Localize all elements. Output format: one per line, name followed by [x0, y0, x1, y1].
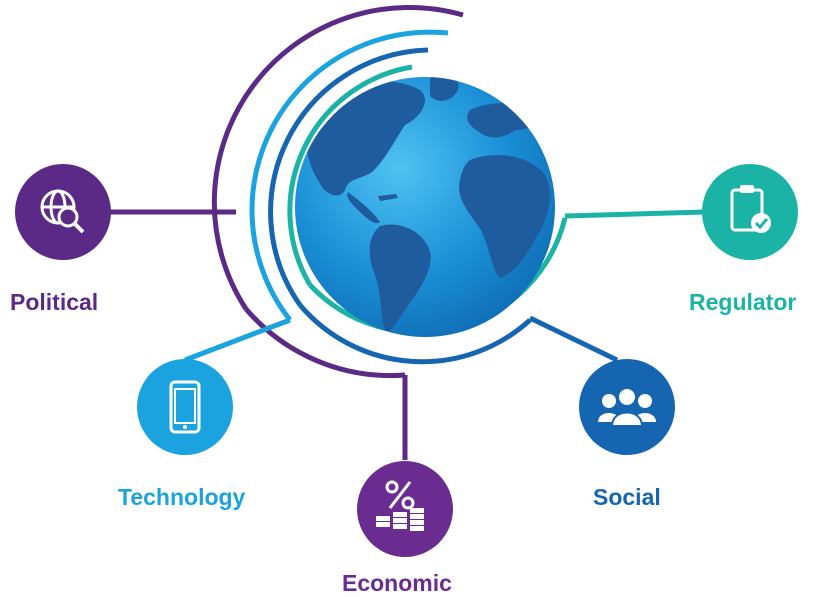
technology-circle: [137, 359, 233, 455]
label-regulator: Regulator: [689, 289, 797, 315]
globe-search-icon: [40, 189, 85, 234]
connector-regulator: [564, 209, 706, 219]
node-political: [15, 164, 111, 260]
connector-technology: [184, 317, 291, 363]
orbit-arc-teal: [287, 64, 413, 287]
percent-coins-icon: [376, 480, 424, 531]
orbit-arc-blue-bottom: [298, 303, 532, 365]
label-technology: Technology: [118, 484, 246, 510]
globe-icon: [295, 77, 555, 337]
regulator-circle: [702, 164, 798, 260]
label-political: Political: [10, 289, 99, 315]
label-social: Social: [593, 484, 661, 510]
orbit-arcs: [211, 4, 568, 379]
label-economic: Economic: [342, 570, 452, 596]
orbit-arc-blue: [268, 47, 429, 307]
connectors: [110, 209, 706, 460]
smartphone-icon: [169, 380, 201, 434]
node-regulator: [702, 164, 798, 260]
orbit-arc-purple-bottom: [244, 307, 406, 379]
connector-social: [528, 315, 619, 363]
node-technology: [137, 359, 233, 455]
orbit-arc-lightblue: [249, 29, 449, 322]
people-group-icon: [598, 387, 656, 427]
orbit-arc-purple: [211, 4, 464, 311]
node-social: [579, 359, 675, 455]
node-economic: [357, 461, 453, 557]
clipboard-check-icon: [730, 185, 771, 233]
economic-circle: [357, 461, 453, 557]
